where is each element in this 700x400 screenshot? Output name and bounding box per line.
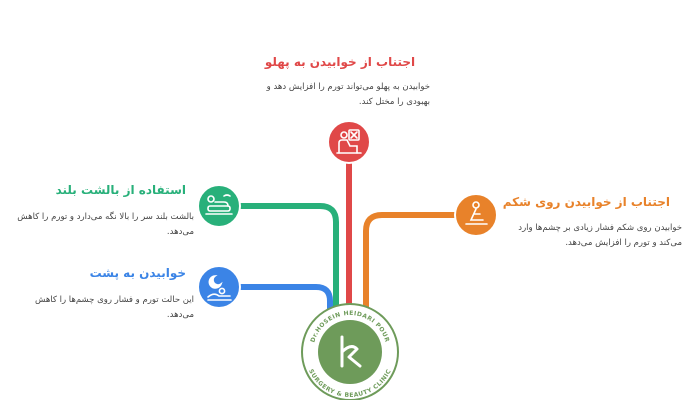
connector-orange (363, 212, 459, 323)
connector-blue (237, 284, 333, 323)
bed-person-icon (336, 129, 362, 154)
title-side-sleep: اجتناب از خوابیدن به پهلو (264, 55, 416, 69)
desc-stomach-sleep: خوابیدن روی شکم فشار زیادی بر چشم‌ها وار… (518, 223, 682, 248)
connector-green (237, 203, 339, 323)
node-high-pillow (197, 184, 241, 228)
title-stomach-sleep: اجتناب از خوابیدن روی شکم (502, 195, 670, 209)
person-lying-icon (465, 201, 488, 225)
pillow-icon (205, 194, 233, 215)
desc-high-pillow: بالشت بلند سر را بالا نگه می‌دارد و تورم… (17, 212, 194, 237)
sleep-moon-icon (207, 275, 232, 301)
node-side-sleep (327, 120, 371, 164)
desc-side-sleep: خوابیدن به پهلو می‌تواند تورم را افزایش … (266, 82, 430, 107)
title-high-pillow: استفاده از بالشت بلند (55, 183, 186, 197)
desc-back-sleep: این حالت تورم و فشار روی چشم‌ها را کاهش … (34, 295, 194, 320)
logo-mark (340, 335, 362, 368)
node-stomach-sleep (454, 193, 498, 237)
title-back-sleep: خوابیدن به پشت (89, 266, 186, 280)
clinic-logo: Dr.HOSEIN HEIDARI POUR SURGERY & BEAUTY … (301, 303, 399, 400)
node-back-sleep (197, 265, 241, 309)
